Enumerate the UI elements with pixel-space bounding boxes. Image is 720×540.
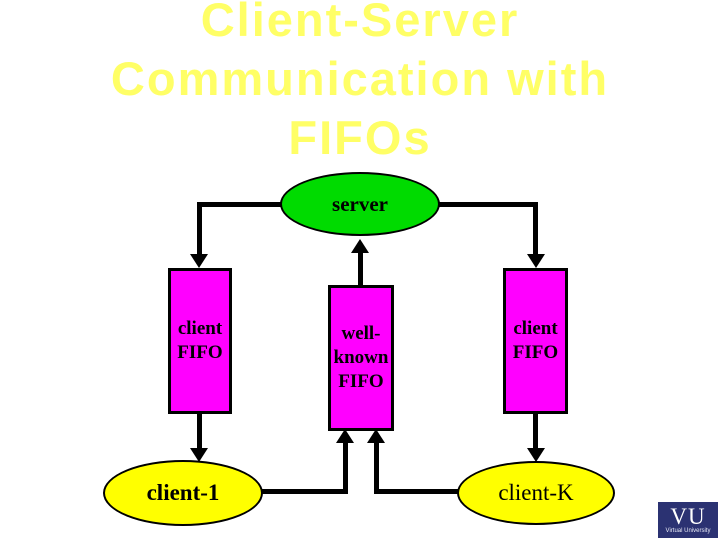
title-line-1: Client-Server [200,0,520,46]
client-1-node: client-1 [103,460,263,526]
connector-server-to-right-fifo-horizontal [438,202,538,207]
connector-client1-to-wellknown-vertical [343,443,348,494]
arrow-up-icon [336,429,354,443]
well-known-fifo-node: well- known FIFO [328,285,394,431]
virtual-university-logo: VU Virtual University [658,502,718,538]
client-1-label: client-1 [146,480,220,505]
arrow-up-icon [367,429,385,443]
connector-wellknown-to-server [358,252,363,286]
arrow-down-icon [190,448,208,462]
left-client-fifo-node: client FIFO [168,268,232,414]
title-line-3: FIFOs [288,111,432,164]
slide-title: Client-Server Communication with FIFOs [0,0,720,167]
right-client-fifo-label: client FIFO [512,318,559,363]
arrow-up-icon [351,239,369,253]
client-k-label: client-K [498,480,574,505]
connector-client1-to-wellknown-horizontal [262,489,348,494]
left-client-fifo-label: client FIFO [177,318,223,363]
connector-clientk-to-wellknown-vertical [374,443,379,494]
connector-left-fifo-to-client1 [197,412,202,450]
title-line-2: Communication with [110,52,610,105]
connector-server-to-left-fifo-horizontal [197,202,282,207]
connector-server-to-left-fifo-vertical [197,202,202,255]
well-known-fifo-label: well- known FIFO [333,323,389,392]
connector-server-to-right-fifo-vertical [533,202,538,255]
connector-right-fifo-to-clientk [533,412,538,450]
connector-clientk-to-wellknown-horizontal [374,489,458,494]
server-node: server [280,172,440,236]
arrow-down-icon [527,448,545,462]
server-label: server [332,191,388,216]
arrow-down-icon [190,254,208,268]
vu-caption: Virtual University [665,528,711,534]
arrow-down-icon [527,254,545,268]
client-k-node: client-K [457,461,615,525]
vu-monogram: VU [670,504,706,529]
right-client-fifo-node: client FIFO [503,268,568,414]
